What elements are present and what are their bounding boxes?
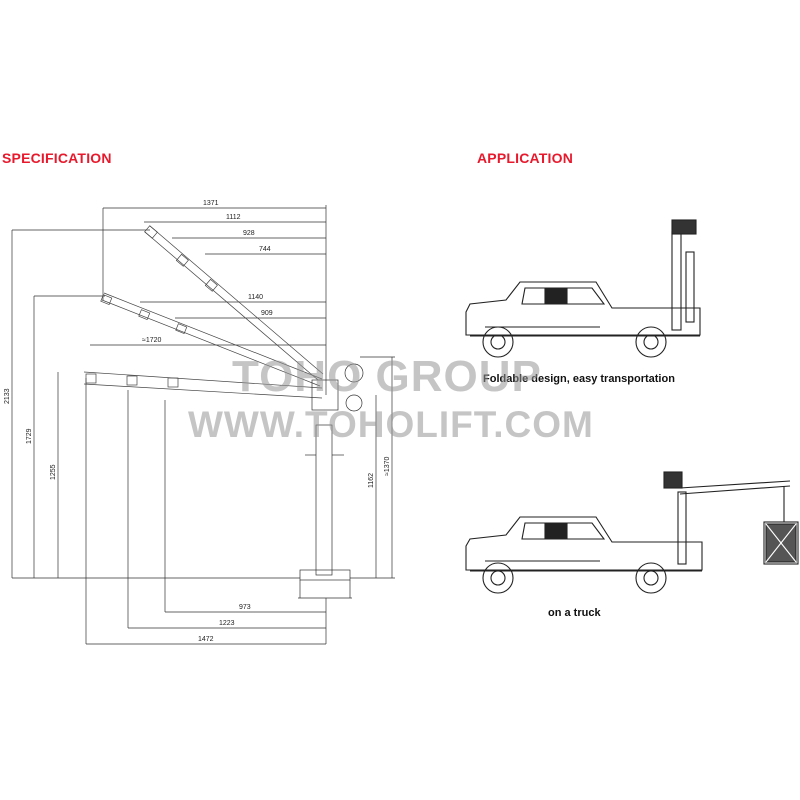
crane-base	[299, 569, 351, 581]
caption-foldable: Foldable design, easy transportation	[483, 373, 675, 385]
dim-1370: ≈1370	[384, 456, 391, 476]
truck1-rear-wheel	[635, 326, 667, 358]
truck-folded	[465, 219, 701, 358]
dim-744: 744	[259, 246, 271, 253]
caption-on-truck: on a truck	[548, 607, 601, 619]
truck1-crane-mast	[671, 231, 682, 331]
truck2-crane-mast	[677, 491, 687, 565]
application-heading: APPLICATION	[477, 150, 574, 166]
dim-1729: 1729	[26, 428, 33, 444]
boom-upper	[144, 225, 324, 381]
dim-1162: 1162	[368, 473, 375, 488]
dim-1223: 1223	[219, 620, 235, 627]
dim-1140: 1140	[248, 294, 263, 301]
boom-mid	[100, 292, 323, 387]
dim-928: 928	[243, 230, 255, 237]
truck2-rear-wheel	[635, 562, 667, 594]
dim-1720: ≈1720	[142, 337, 162, 344]
truck-crane-working	[465, 471, 799, 594]
crane-mast	[315, 424, 333, 576]
boom-horizontal	[83, 371, 323, 399]
winch-drum	[344, 363, 364, 383]
dim-1472: 1472	[198, 636, 214, 643]
dim-1255: 1255	[50, 464, 57, 480]
dim-973: 973	[239, 604, 251, 611]
specification-heading: SPECIFICATION	[2, 150, 112, 166]
truck2-front-wheel	[482, 562, 514, 594]
dim-2133: 2133	[4, 388, 11, 404]
crane-head	[311, 379, 339, 411]
dim-909: 909	[261, 310, 273, 317]
dim-1371: 1371	[203, 200, 219, 207]
truck1-front-wheel	[482, 326, 514, 358]
dim-1112: 1112	[226, 214, 241, 221]
